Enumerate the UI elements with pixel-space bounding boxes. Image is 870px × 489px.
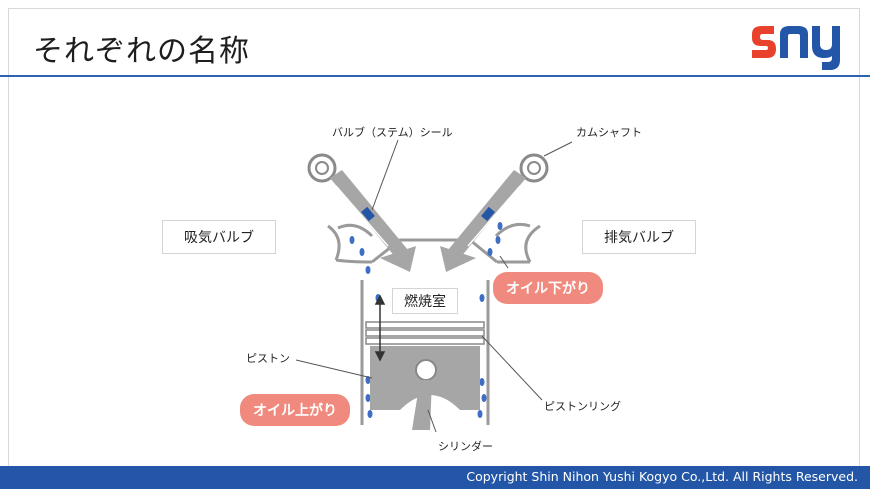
intake-valve-label: 吸気バルブ	[162, 220, 276, 254]
stroke-arrow	[374, 294, 386, 362]
title-divider	[0, 75, 870, 77]
leader-lines	[295, 139, 573, 433]
intake-valve	[307, 153, 416, 272]
oil-up-callout: オイル上がり	[240, 394, 350, 426]
piston-label: ピストン	[246, 352, 290, 365]
copyright-text: Copyright Shin Nihon Yushi Kogyo Co.,Ltd…	[466, 469, 858, 484]
footer-bar: Copyright Shin Nihon Yushi Kogyo Co.,Ltd…	[0, 466, 870, 489]
valve-seal-label: バルブ（ステム）シール	[332, 126, 453, 139]
exhaust-valve	[440, 153, 549, 272]
page-title: それぞれの名称	[33, 34, 250, 69]
piston-ring-label: ピストンリング	[544, 400, 621, 413]
cylinder-label: シリンダー	[438, 440, 493, 453]
piston	[365, 321, 485, 430]
exhaust-valve-label: 排気バルブ	[582, 220, 696, 254]
camshaft-label: カムシャフト	[576, 126, 642, 139]
cylinder-walls	[360, 280, 490, 425]
combustion-chamber-label: 燃焼室	[392, 288, 458, 314]
sny-logo	[752, 26, 840, 70]
oil-down-callout: オイル下がり	[493, 272, 603, 304]
engine-head-outline	[327, 222, 541, 264]
